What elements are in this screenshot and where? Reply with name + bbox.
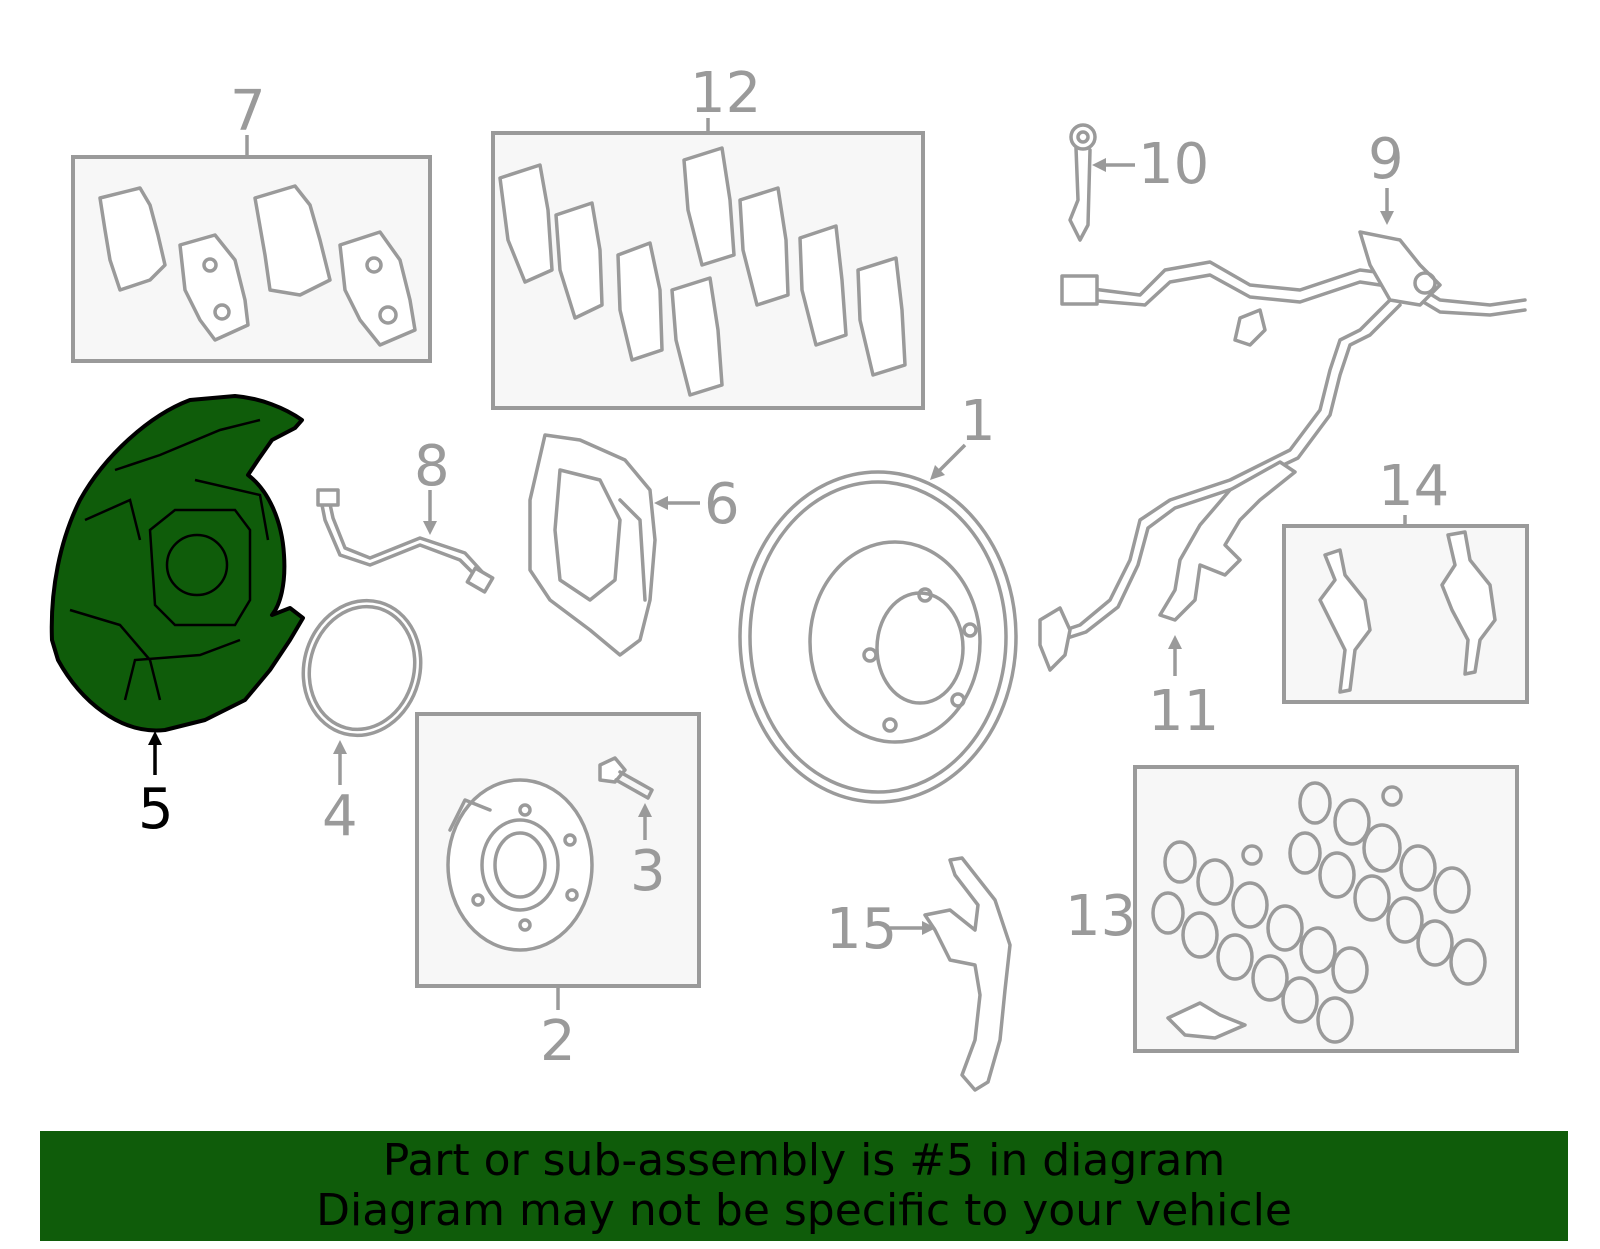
- callout-14: 14: [1378, 454, 1449, 519]
- part-1-rotor[interactable]: [738, 470, 1018, 804]
- part-3-hub-bolt[interactable]: [598, 756, 654, 800]
- part-4-o-ring[interactable]: [288, 587, 435, 748]
- part-10-clip[interactable]: [1068, 123, 1097, 242]
- callout-2: 2: [540, 1009, 576, 1074]
- info-banner: Part or sub-assembly is #5 in diagram Di…: [40, 1131, 1568, 1241]
- banner-line-1: Part or sub-assembly is #5 in diagram: [382, 1135, 1226, 1186]
- callout-5: 5: [138, 777, 174, 842]
- callout-7: 7: [230, 79, 266, 144]
- callout-4: 4: [322, 784, 358, 849]
- part-14-clips[interactable]: [1318, 530, 1497, 694]
- part-8-brake-hose[interactable]: [316, 488, 495, 594]
- callout-13: 13: [1065, 884, 1136, 949]
- banner-line-2: Diagram may not be specific to your vehi…: [316, 1185, 1292, 1236]
- part-6-caliper[interactable]: [528, 433, 657, 657]
- callout-12: 12: [690, 61, 761, 126]
- callout-10: 10: [1138, 132, 1209, 197]
- part-5-dust-shield[interactable]: [49, 394, 305, 733]
- part-11-bracket[interactable]: [1158, 460, 1297, 622]
- callout-3: 3: [630, 839, 666, 904]
- part-13-seal-kit[interactable]: [1151, 781, 1487, 1044]
- part-12-pad-kit[interactable]: [498, 146, 907, 397]
- part-7-brake-pads[interactable]: [98, 184, 417, 347]
- part-2-hub-bearing[interactable]: [446, 778, 594, 952]
- callout-15: 15: [826, 897, 897, 962]
- callout-11: 11: [1148, 679, 1219, 744]
- callout-9: 9: [1368, 127, 1404, 192]
- callout-6: 6: [704, 472, 740, 537]
- callout-8: 8: [414, 434, 450, 499]
- callout-1: 1: [960, 389, 996, 454]
- part-15-anti-rattle-clip[interactable]: [923, 856, 1012, 1092]
- part-9-sensor-harness[interactable]: [1038, 230, 1527, 672]
